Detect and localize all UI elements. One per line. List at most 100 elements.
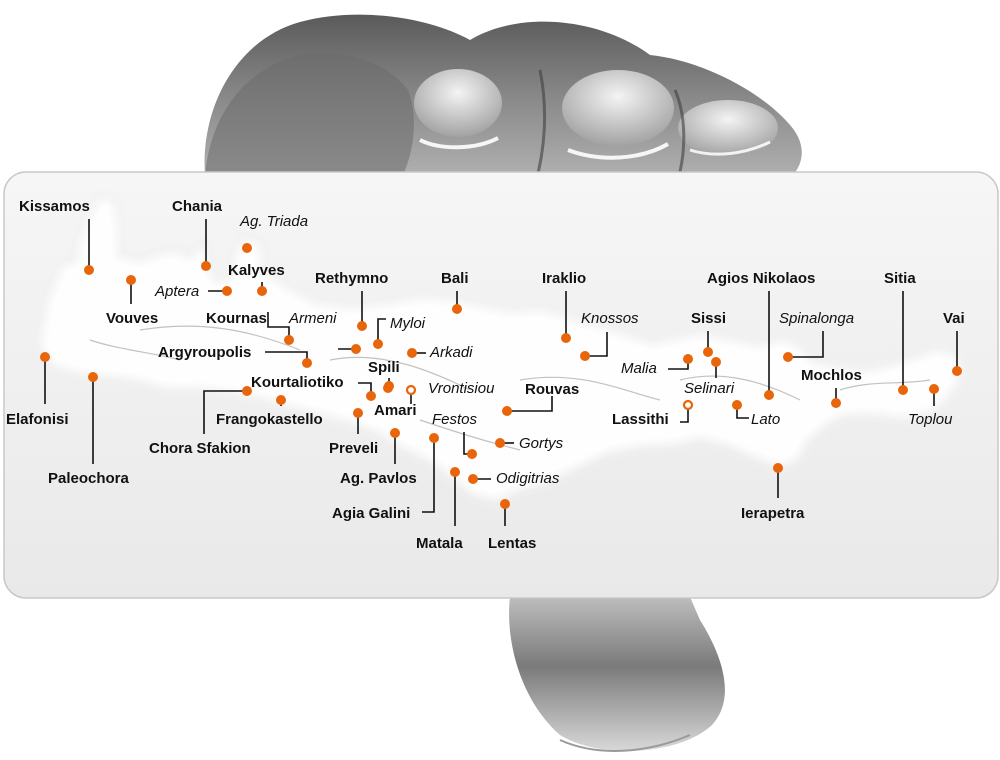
marker-lentas[interactable]: [500, 499, 510, 509]
label-amari[interactable]: Amari: [374, 402, 417, 419]
label-iraklio[interactable]: Iraklio: [542, 270, 586, 287]
leader-line-rouvas: [507, 396, 553, 412]
hand-fingers: [204, 14, 802, 186]
label-kourtaliotiko[interactable]: Kourtaliotiko: [251, 374, 344, 391]
label-vai[interactable]: Vai: [943, 310, 965, 327]
marker-iraklio[interactable]: [561, 333, 571, 343]
marker-spinalonga[interactable]: [783, 352, 793, 362]
marker-chora-sfakion[interactable]: [242, 386, 252, 396]
marker-rethymno[interactable]: [357, 321, 367, 331]
label-lentas[interactable]: Lentas: [488, 535, 536, 552]
label-lassithi[interactable]: Lassithi: [612, 411, 669, 428]
marker-sissi[interactable]: [703, 347, 713, 357]
leader-line-agia-galini: [422, 438, 435, 513]
marker-malia[interactable]: [683, 354, 693, 364]
marker-kournas[interactable]: [284, 335, 294, 345]
label-ierapetra[interactable]: Ierapetra: [741, 505, 805, 522]
marker-vai[interactable]: [952, 366, 962, 376]
label-agia-galini[interactable]: Agia Galini: [332, 505, 410, 522]
marker-amari[interactable]: [383, 383, 393, 393]
label-spili[interactable]: Spili: [368, 359, 400, 376]
marker-toplou[interactable]: [929, 384, 939, 394]
label-festos[interactable]: Festos: [432, 411, 478, 428]
marker-agia-galini[interactable]: [429, 433, 439, 443]
label-arkadi[interactable]: Arkadi: [429, 344, 473, 361]
marker-lassithi[interactable]: [682, 399, 694, 411]
marker-mochlos[interactable]: [831, 398, 841, 408]
label-bali[interactable]: Bali: [441, 270, 469, 287]
label-rethymno[interactable]: Rethymno: [315, 270, 388, 287]
leader-line-lassithi: [680, 405, 689, 423]
marker-matala[interactable]: [450, 467, 460, 477]
label-sissi[interactable]: Sissi: [691, 310, 726, 327]
marker-ag-pavlos[interactable]: [390, 428, 400, 438]
label-elafonisi[interactable]: Elafonisi: [6, 411, 69, 428]
label-spinalonga[interactable]: Spinalonga: [779, 310, 854, 327]
label-vrontisiou[interactable]: Vrontisiou: [428, 380, 495, 397]
marker-kissamos[interactable]: [84, 265, 94, 275]
label-gortys[interactable]: Gortys: [519, 435, 564, 452]
marker-armeni[interactable]: [351, 344, 361, 354]
marker-elafonisi[interactable]: [40, 352, 50, 362]
marker-chania[interactable]: [201, 261, 211, 271]
marker-aptera[interactable]: [222, 286, 232, 296]
label-vouves[interactable]: Vouves: [106, 310, 158, 327]
marker-selinari[interactable]: [711, 357, 721, 367]
label-odigitrias[interactable]: Odigitrias: [496, 470, 560, 487]
marker-kalyves[interactable]: [257, 286, 267, 296]
marker-ierapetra[interactable]: [773, 463, 783, 473]
label-knossos[interactable]: Knossos: [581, 310, 639, 327]
label-agios-nikolaos[interactable]: Agios Nikolaos: [707, 270, 815, 287]
leader-line-myloi: [377, 318, 386, 344]
marker-arkadi[interactable]: [407, 348, 417, 358]
label-argyroupolis[interactable]: Argyroupolis: [158, 344, 251, 361]
marker-festos[interactable]: [467, 449, 477, 459]
label-frangokastello[interactable]: Frangokastello: [216, 411, 323, 428]
marker-kourtaliotiko[interactable]: [366, 391, 376, 401]
label-selinari[interactable]: Selinari: [684, 380, 735, 397]
place-markers: [40, 243, 962, 509]
marker-paleochora[interactable]: [88, 372, 98, 382]
label-myloi[interactable]: Myloi: [390, 315, 426, 332]
label-matala[interactable]: Matala: [416, 535, 463, 552]
label-toplou[interactable]: Toplou: [908, 411, 953, 428]
marker-sitia[interactable]: [898, 385, 908, 395]
label-preveli[interactable]: Preveli: [329, 440, 378, 457]
marker-rouvas[interactable]: [502, 406, 512, 416]
marker-bali[interactable]: [452, 304, 462, 314]
leader-line-chora-sfakion: [203, 390, 247, 434]
marker-frangokastello[interactable]: [276, 395, 286, 405]
marker-agios-nikolaos[interactable]: [764, 390, 774, 400]
label-chania[interactable]: Chania: [172, 198, 223, 215]
fingernail-icon: [562, 70, 674, 146]
label-sitia[interactable]: Sitia: [884, 270, 916, 287]
label-malia[interactable]: Malia: [621, 360, 657, 377]
marker-vouves[interactable]: [126, 275, 136, 285]
fingernail-icon: [678, 100, 778, 156]
fingernail-icon: [414, 69, 502, 137]
label-rouvas[interactable]: Rouvas: [525, 381, 579, 398]
marker-knossos[interactable]: [580, 351, 590, 361]
marker-gortys[interactable]: [495, 438, 505, 448]
label-kournas[interactable]: Kournas: [206, 310, 267, 327]
label-chora-sfakion[interactable]: Chora Sfakion: [149, 440, 251, 457]
label-aptera[interactable]: Aptera: [154, 283, 199, 300]
label-armeni[interactable]: Armeni: [288, 310, 337, 327]
marker-myloi[interactable]: [373, 339, 383, 349]
marker-ag-triada[interactable]: [242, 243, 252, 253]
marker-argyroupolis[interactable]: [302, 358, 312, 368]
leader-line-knossos: [585, 332, 608, 357]
label-kalyves[interactable]: Kalyves: [228, 262, 285, 279]
marker-preveli[interactable]: [353, 408, 363, 418]
marker-lato[interactable]: [732, 400, 742, 410]
label-paleochora[interactable]: Paleochora: [48, 470, 130, 487]
label-mochlos[interactable]: Mochlos: [801, 367, 862, 384]
label-ag-pavlos[interactable]: Ag. Pavlos: [340, 470, 417, 487]
label-lato[interactable]: Lato: [751, 411, 780, 428]
leader-line-kournas: [267, 312, 290, 340]
label-ag-triada[interactable]: Ag. Triada: [239, 213, 308, 230]
marker-vrontisiou[interactable]: [405, 384, 417, 396]
label-kissamos[interactable]: Kissamos: [19, 198, 90, 215]
marker-odigitrias[interactable]: [468, 474, 478, 484]
